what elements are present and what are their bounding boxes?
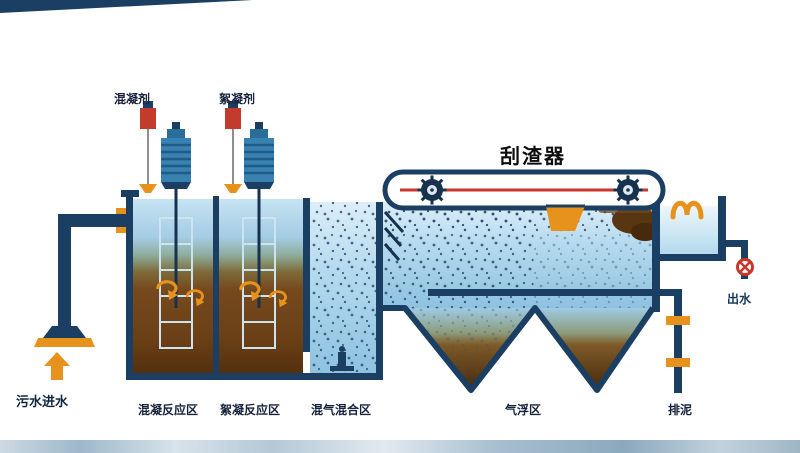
- inlet-funnel: [43, 326, 86, 338]
- flocculant-label: 絮凝剂: [219, 92, 256, 106]
- sludge-valve-icon: [666, 358, 690, 367]
- coagulant-dosing-tank-icon: [139, 101, 157, 193]
- up-arrow-icon: [44, 352, 70, 380]
- distribution-vanes: [383, 210, 405, 261]
- collection-pipe: [428, 289, 690, 393]
- outlet-pipe: [726, 240, 754, 279]
- diagram-canvas: [34, 101, 754, 393]
- bottom-thumbnail-strip: [0, 440, 800, 453]
- zone-gas-mixing-area: [310, 202, 376, 373]
- scraper-label: 刮渣器: [500, 146, 566, 168]
- zone-label-flocculation: 絮凝反应区: [220, 403, 281, 417]
- outlet-label: 出水: [727, 292, 752, 306]
- zone-coagulation-area: [133, 199, 213, 373]
- motor-icon: [159, 120, 276, 191]
- flocculant-dosing-tank-icon: [224, 101, 242, 193]
- sludge-label: 排泥: [668, 403, 693, 417]
- water-jet-icon: [670, 200, 704, 220]
- hopper-right: [535, 308, 653, 390]
- gear-icon: [416, 174, 448, 206]
- zone-label-gas-mixing: 混气混合区: [311, 403, 372, 417]
- gear-icon: [612, 174, 644, 206]
- scraper-blade: [546, 206, 585, 231]
- zone-flocculation-area: [219, 199, 303, 373]
- zone-label-flotation: 气浮区: [505, 403, 542, 417]
- weir-box: [652, 196, 726, 261]
- aerator-device: [330, 346, 354, 371]
- inlet-label: 污水进水: [16, 394, 69, 409]
- zone-label-coagulation: 混凝反应区: [138, 403, 199, 417]
- pipe-flange: [666, 316, 690, 325]
- coagulant-label: 混凝剂: [114, 92, 151, 106]
- inlet-pipe: [34, 214, 126, 380]
- scraper-conveyor: [382, 169, 666, 231]
- valve-wheel-icon: [736, 258, 754, 276]
